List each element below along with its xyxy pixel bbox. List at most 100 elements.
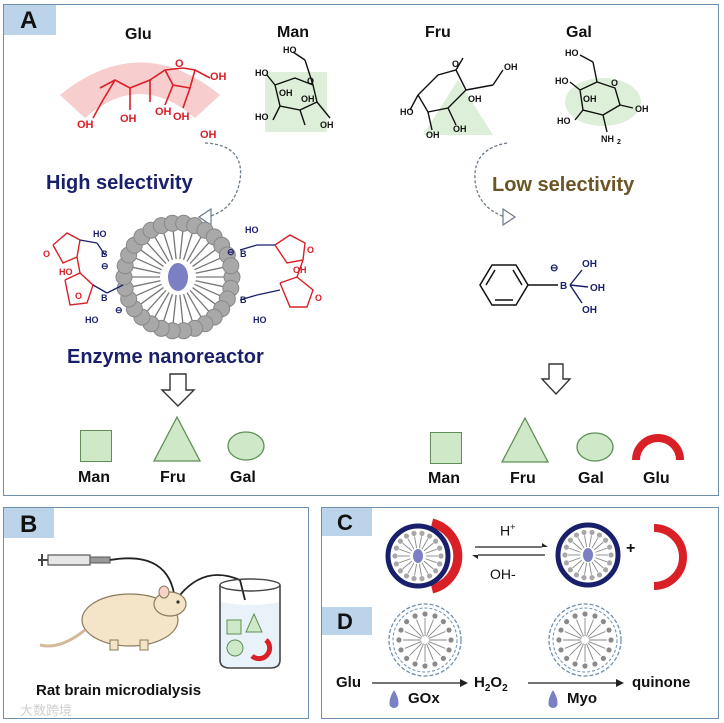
mini-micelle-tail [416, 643, 424, 661]
watermark: 大数跨境 [20, 703, 73, 718]
micelle-left-b1: B [101, 249, 108, 259]
glu-oh-6: OH [200, 129, 217, 141]
d-arrow-1 [372, 679, 468, 687]
equilibrium-arrows-icon [472, 543, 548, 559]
micelle-tail [163, 293, 174, 321]
micelle-tail [192, 287, 216, 305]
fru-o: O [452, 59, 459, 69]
panel-a [3, 4, 719, 496]
mini-micelle-bead [607, 560, 613, 566]
mini-micelle-bead [392, 553, 398, 559]
result-left-man-label: Man [78, 469, 110, 486]
micelle-tail [135, 257, 162, 271]
mini-micelle-bead [573, 532, 580, 538]
mini-micelle-tail [402, 560, 413, 570]
mini-micelle-bead [563, 560, 569, 566]
result-right-glu-label: Glu [643, 470, 670, 487]
mini-micelle-bead [563, 544, 569, 550]
pba-oh-3: OH [582, 305, 597, 316]
mini-micelle-bead [589, 575, 595, 581]
d-quinone-label: quinone [632, 674, 691, 691]
man-ho-bottom: HO [255, 112, 269, 122]
free-glucose-arc [653, 524, 687, 590]
mini-micelle-tail [426, 619, 434, 637]
man-ho-top: HO [283, 45, 297, 55]
fru-ho: HO [400, 107, 414, 117]
mini-micelle-tail [569, 624, 583, 638]
mini-micelle-bead [596, 532, 603, 538]
pba-oh-2: OH [590, 283, 605, 294]
mini-micelle-bead [564, 655, 570, 661]
micelle-tail [189, 289, 210, 312]
mini-micelle-bead [440, 619, 446, 625]
enzyme-core [168, 263, 188, 291]
micelle-d-1 [388, 603, 462, 677]
mini-micelle-tail [423, 542, 434, 552]
micelle-tail [194, 283, 221, 297]
mini-micelle-tail [416, 619, 424, 637]
mini-micelle-bead [607, 544, 613, 550]
man-oh-2: OH [301, 94, 315, 104]
result-left-fru-shape [152, 415, 202, 462]
mini-micelle-beads [556, 611, 614, 669]
down-arrow-left-icon [160, 373, 196, 407]
man-o: O [307, 76, 314, 86]
micelle-tail [163, 233, 174, 261]
mini-micelle-bead [426, 573, 433, 579]
glucose-structure: O OH OH OH OH OH OH [60, 58, 227, 141]
fructose-structure: O OH OH HO OH OH [400, 57, 518, 140]
curved-arrow-left-icon [197, 142, 242, 227]
mini-micelle-bead [556, 637, 562, 643]
mini-micelle-bead [438, 553, 444, 559]
mini-micelle-tail [427, 642, 441, 656]
mini-micelle-bead [412, 661, 418, 667]
micelle-tail [194, 257, 221, 271]
myo-label: Myo [567, 690, 597, 707]
mini-micelle-bead [393, 561, 399, 567]
mini-micelle-tail [402, 542, 413, 552]
sugar-glu-name: Glu [125, 26, 152, 43]
micelle-beads [115, 214, 241, 340]
mini-micelle-tail [595, 547, 607, 553]
d-arrow-2 [528, 679, 624, 687]
sugar-fru-name: Fru [425, 24, 451, 41]
mini-micelle-bead [567, 537, 573, 543]
result-left-man-shape [80, 430, 112, 462]
gal-ho-top: HO [565, 48, 579, 58]
mini-micelle-bead [433, 568, 439, 574]
micelle-right-b2: B [240, 295, 247, 305]
micelle-tail [182, 233, 193, 261]
beaker-icon [219, 578, 281, 669]
galactose-structure: HO O HO OH HO OH NH 2 [555, 48, 649, 145]
mini-micelle-bead [398, 627, 404, 633]
panel-c-label: C [337, 510, 353, 535]
fru-oh-2: OH [426, 130, 440, 140]
pba-b: B [560, 281, 567, 292]
h-plus-base: H [500, 522, 511, 539]
micelle-tail [154, 236, 170, 262]
mini-micelle-tail [399, 548, 411, 554]
mini-micelle-tail [418, 563, 422, 576]
rat-icon [39, 585, 187, 651]
mini-micelle-tail [577, 537, 585, 549]
mini-micelle-bead [572, 613, 578, 619]
mini-micelle-tail [593, 559, 604, 569]
mini-micelle-bead [412, 613, 418, 619]
mini-micelle-tail [399, 558, 411, 564]
mini-micelle-tail [587, 624, 601, 638]
mini-micelle-tail [409, 642, 423, 656]
mini-micelle-tail [428, 631, 446, 639]
panel-a-label: A [20, 7, 38, 34]
man-ho-left: HO [255, 68, 269, 78]
micelle-right-ho: HO [245, 225, 259, 235]
mini-micelle-tail [569, 642, 583, 656]
mini-micelle-bead [558, 627, 564, 633]
mini-micelle-bead [603, 537, 609, 543]
mini-micelle-tail [593, 541, 604, 551]
result-right-gal-label: Gal [578, 470, 604, 487]
mini-micelle-bead [573, 572, 580, 578]
mini-micelle-bead [419, 576, 425, 582]
plus-sign: + [626, 540, 636, 557]
gal-oh-2: OH [635, 104, 649, 114]
rat-microdialysis-illustration [38, 554, 281, 669]
